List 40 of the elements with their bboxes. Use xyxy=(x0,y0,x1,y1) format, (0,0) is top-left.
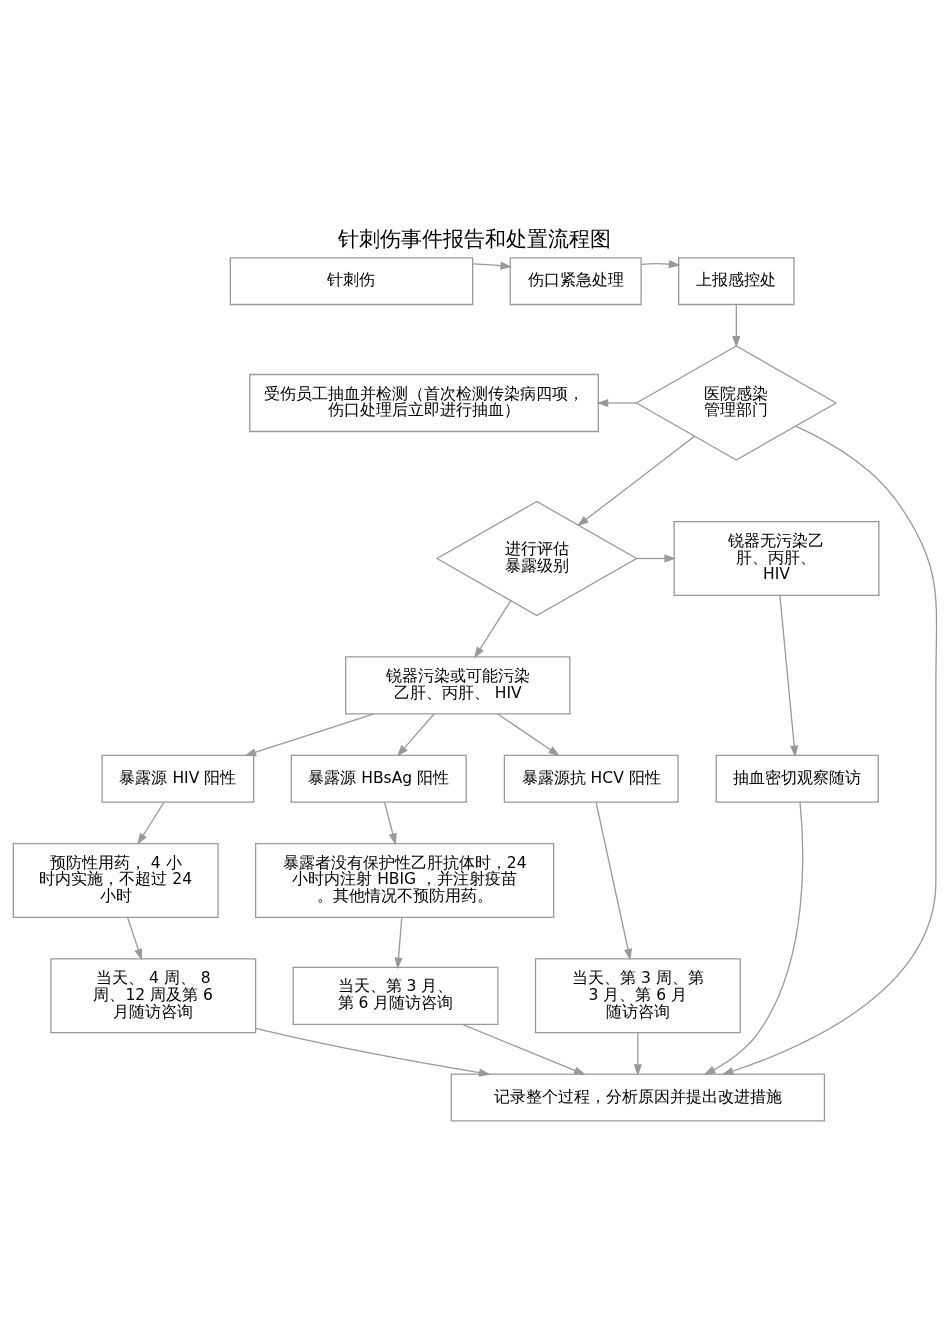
arrow xyxy=(779,594,799,757)
arrow xyxy=(640,259,681,268)
arrow xyxy=(703,801,804,1075)
arrow xyxy=(472,261,513,270)
node-box: 受伤员工抽血并检测（首次检测传染病四项，伤口处理后立即进行抽血） xyxy=(249,373,599,432)
node-box: 上报感控处 xyxy=(678,256,795,305)
node-box: 暴露者没有保护性乙肝抗体时，24 小时内注射 HBIG ，并注射疫苗。其他情况不预防用药。 xyxy=(254,842,555,918)
node-diamond: 医院感染管理部门 xyxy=(635,344,838,461)
arrow xyxy=(396,712,435,757)
arrow xyxy=(461,1023,586,1075)
node-box: 伤口紧急处理 xyxy=(509,256,642,305)
arrow xyxy=(137,801,165,845)
arrow xyxy=(636,553,676,563)
node-box: 暴露源 HBsAg 阳性 xyxy=(290,754,467,803)
arrow xyxy=(474,599,512,658)
arrow xyxy=(721,424,938,1075)
node-box: 记录整个过程，分析原因并提出改进措施 xyxy=(450,1073,826,1121)
node-box: 抽血密切观察随访 xyxy=(715,754,879,803)
diagram-title: 针刺伤事件报告和处置流程图 xyxy=(338,226,612,251)
arrow xyxy=(244,712,375,756)
arrow xyxy=(596,398,637,407)
node-box: 预防性用药， 4 小时内实施，不超过 24 小时 xyxy=(12,842,219,918)
arrow xyxy=(394,916,403,969)
arrow xyxy=(383,801,397,845)
arrow xyxy=(577,435,696,526)
node-box: 当天、 4 周、 8 周、12 周及第 6 月随访咨询 xyxy=(50,957,257,1033)
arrow xyxy=(255,1027,491,1077)
arrow xyxy=(633,1031,642,1076)
node-box: 暴露源抗 HCV 阳性 xyxy=(503,754,679,803)
arrow xyxy=(497,712,560,756)
node-box: 当天、第 3 周、第 3 月、第 6 月随访咨询 xyxy=(534,957,741,1033)
node-box: 锐器无污染乙肝、丙肝、 HIV xyxy=(673,520,880,596)
arrow xyxy=(126,916,143,961)
arrow xyxy=(595,801,632,961)
node-box: 当天、第 3 月、第 6 月随访咨询 xyxy=(292,966,499,1025)
node-box: 针刺伤 xyxy=(229,256,474,305)
node-box: 暴露源 HIV 阳性 xyxy=(101,754,255,803)
node-diamond: 进行评估暴露级别 xyxy=(435,500,638,616)
arrow xyxy=(732,303,741,348)
node-box: 锐器污染或可能污染乙肝、丙肝、 HIV xyxy=(345,655,571,715)
